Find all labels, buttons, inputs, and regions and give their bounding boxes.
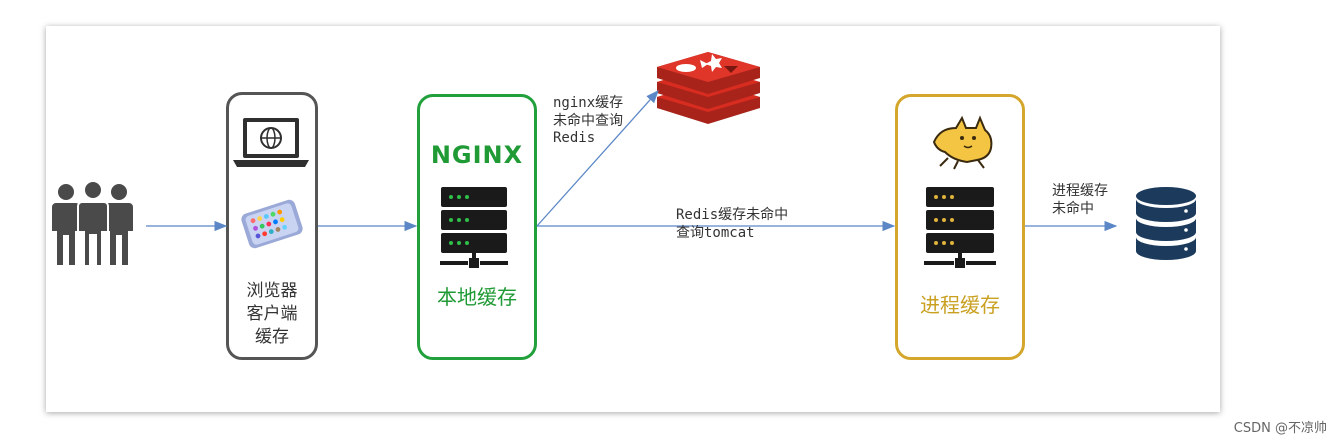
nginx-logo: NGINX (430, 141, 524, 169)
edge-label-process-to-database: 进程缓存 未命中 (1052, 183, 1108, 217)
redis-icon (657, 52, 760, 124)
phone-icon (241, 199, 303, 249)
process-cache-label: 进程缓存 (920, 293, 1000, 317)
process-cache-box (895, 94, 1025, 360)
tomcat-server-icon (924, 187, 996, 268)
nginx-local-cache-box (417, 94, 537, 360)
browser-cache-box (226, 92, 318, 360)
edge-label-nginx-to-tomcat: Redis缓存未命中 查询tomcat (676, 207, 789, 241)
tomcat-icon (932, 115, 993, 170)
watermark: CSDN @不凉帅 (1233, 421, 1327, 436)
laptop-icon (233, 118, 309, 167)
browser-cache-label: 浏览器客户端缓存 (246, 281, 298, 347)
database-icon (1136, 187, 1196, 260)
edge-label-nginx-to-redis: nginx缓存 未命中查询 Redis (553, 95, 624, 146)
arrow-nginx-to-redis (536, 90, 659, 227)
nginx-local-cache-label: 本地缓存 (437, 285, 517, 309)
users-icon (52, 180, 133, 267)
nginx-server-icon (440, 187, 508, 268)
